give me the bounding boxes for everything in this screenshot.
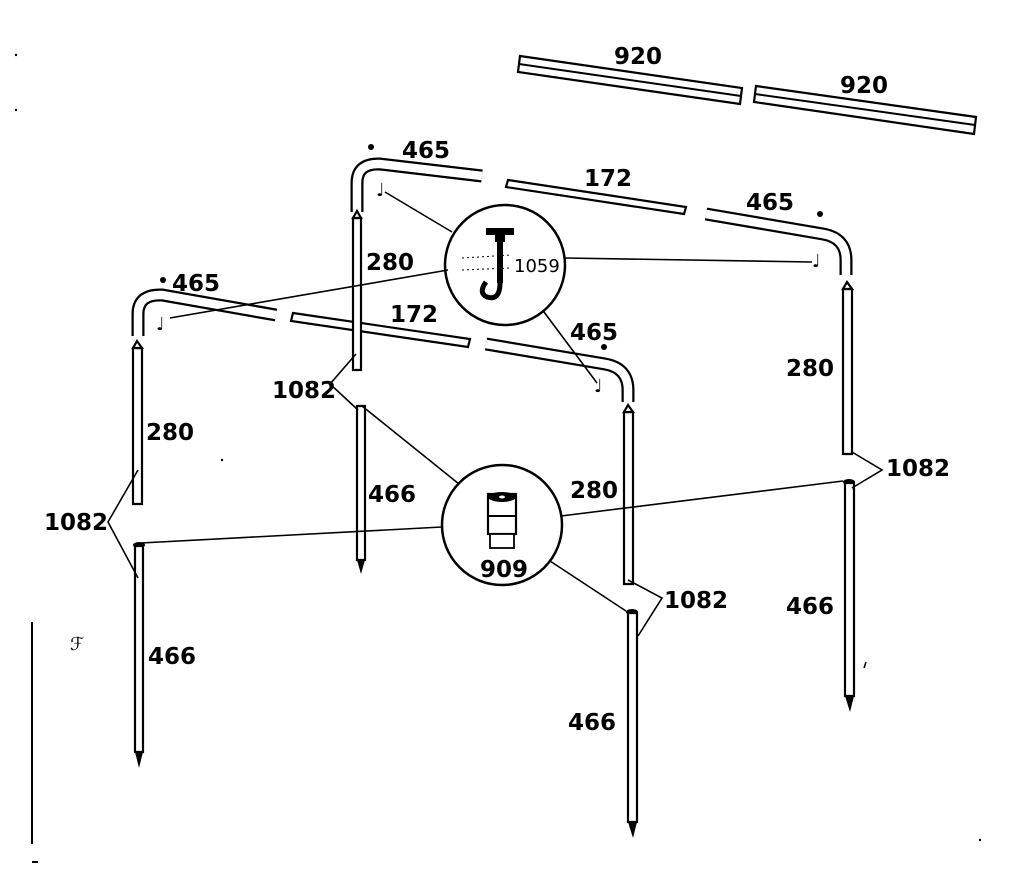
connector-leaders: [140, 405, 844, 612]
label-rear-corner-right: 465: [746, 190, 794, 216]
front-left-corner-elbow: ♩: [131, 277, 278, 336]
leg-rear-left: [355, 404, 367, 574]
scan-glyph: ℱ: [70, 634, 84, 655]
label-leg-front-left: 466: [148, 644, 196, 670]
label-hook: 1059: [514, 256, 560, 277]
label-front-center: 172: [390, 302, 438, 328]
rear-center-tube: [504, 178, 688, 216]
front-center-tube: [289, 311, 472, 349]
rear-right-mark: [817, 211, 823, 217]
upright-rear-right: [841, 279, 855, 456]
label-connector-3: 1082: [886, 456, 950, 482]
upright-front-right: [622, 402, 636, 586]
upright-rear-left: [351, 208, 363, 372]
connector-detail-callout: [440, 463, 564, 587]
hook-icon: [479, 280, 503, 301]
rear-right-corner-elbow: ♩: [704, 207, 853, 275]
label-connector-part: 909: [480, 557, 528, 583]
rear-left-mark: [368, 144, 374, 150]
label-rail-right: 920: [840, 73, 888, 99]
label-front-corner-right: 465: [570, 320, 618, 346]
top-rail-right: [752, 84, 978, 136]
label-rail-left: 920: [614, 44, 662, 70]
front-left-mark: [160, 277, 166, 283]
leg-front-left: [133, 542, 145, 768]
label-upright-front-left: 280: [146, 420, 194, 446]
leg-rear-right: [843, 479, 856, 712]
label-front-corner-left: 465: [172, 271, 220, 297]
label-upright-rear-left: 280: [366, 250, 414, 276]
leg-front-right: [626, 609, 639, 838]
hook-leaders: [169, 191, 813, 384]
label-connector-2: 1082: [272, 378, 336, 404]
label-connector-4: 1082: [664, 588, 728, 614]
connector-brackets: [107, 353, 884, 637]
label-leg-rear-right: 466: [786, 594, 834, 620]
upright-front-left: [131, 338, 145, 506]
hook-mark-icon-2: ♩: [812, 251, 821, 272]
hook-mark-icon: ♩: [376, 180, 385, 201]
label-leg-front-right: 466: [568, 710, 616, 736]
label-connector-1: 1082: [44, 510, 108, 536]
rear-left-corner-elbow: ♩: [350, 144, 483, 212]
scan-marks: ℱ: [14, 53, 982, 863]
label-leg-rear-left: 466: [368, 482, 416, 508]
label-upright-front-right: 280: [570, 478, 618, 504]
label-upright-rear-right: 280: [786, 356, 834, 382]
label-rear-corner-left: 465: [402, 138, 450, 164]
front-right-corner-elbow: ♩: [484, 337, 635, 402]
front-right-mark: [601, 344, 607, 350]
hook-mark-icon-4: ♩: [594, 376, 603, 397]
hook-detail-callout: [443, 203, 567, 327]
label-rear-center: 172: [584, 166, 632, 192]
top-rail-left: [516, 54, 744, 106]
hook-mark-icon-3: ♩: [156, 314, 165, 335]
